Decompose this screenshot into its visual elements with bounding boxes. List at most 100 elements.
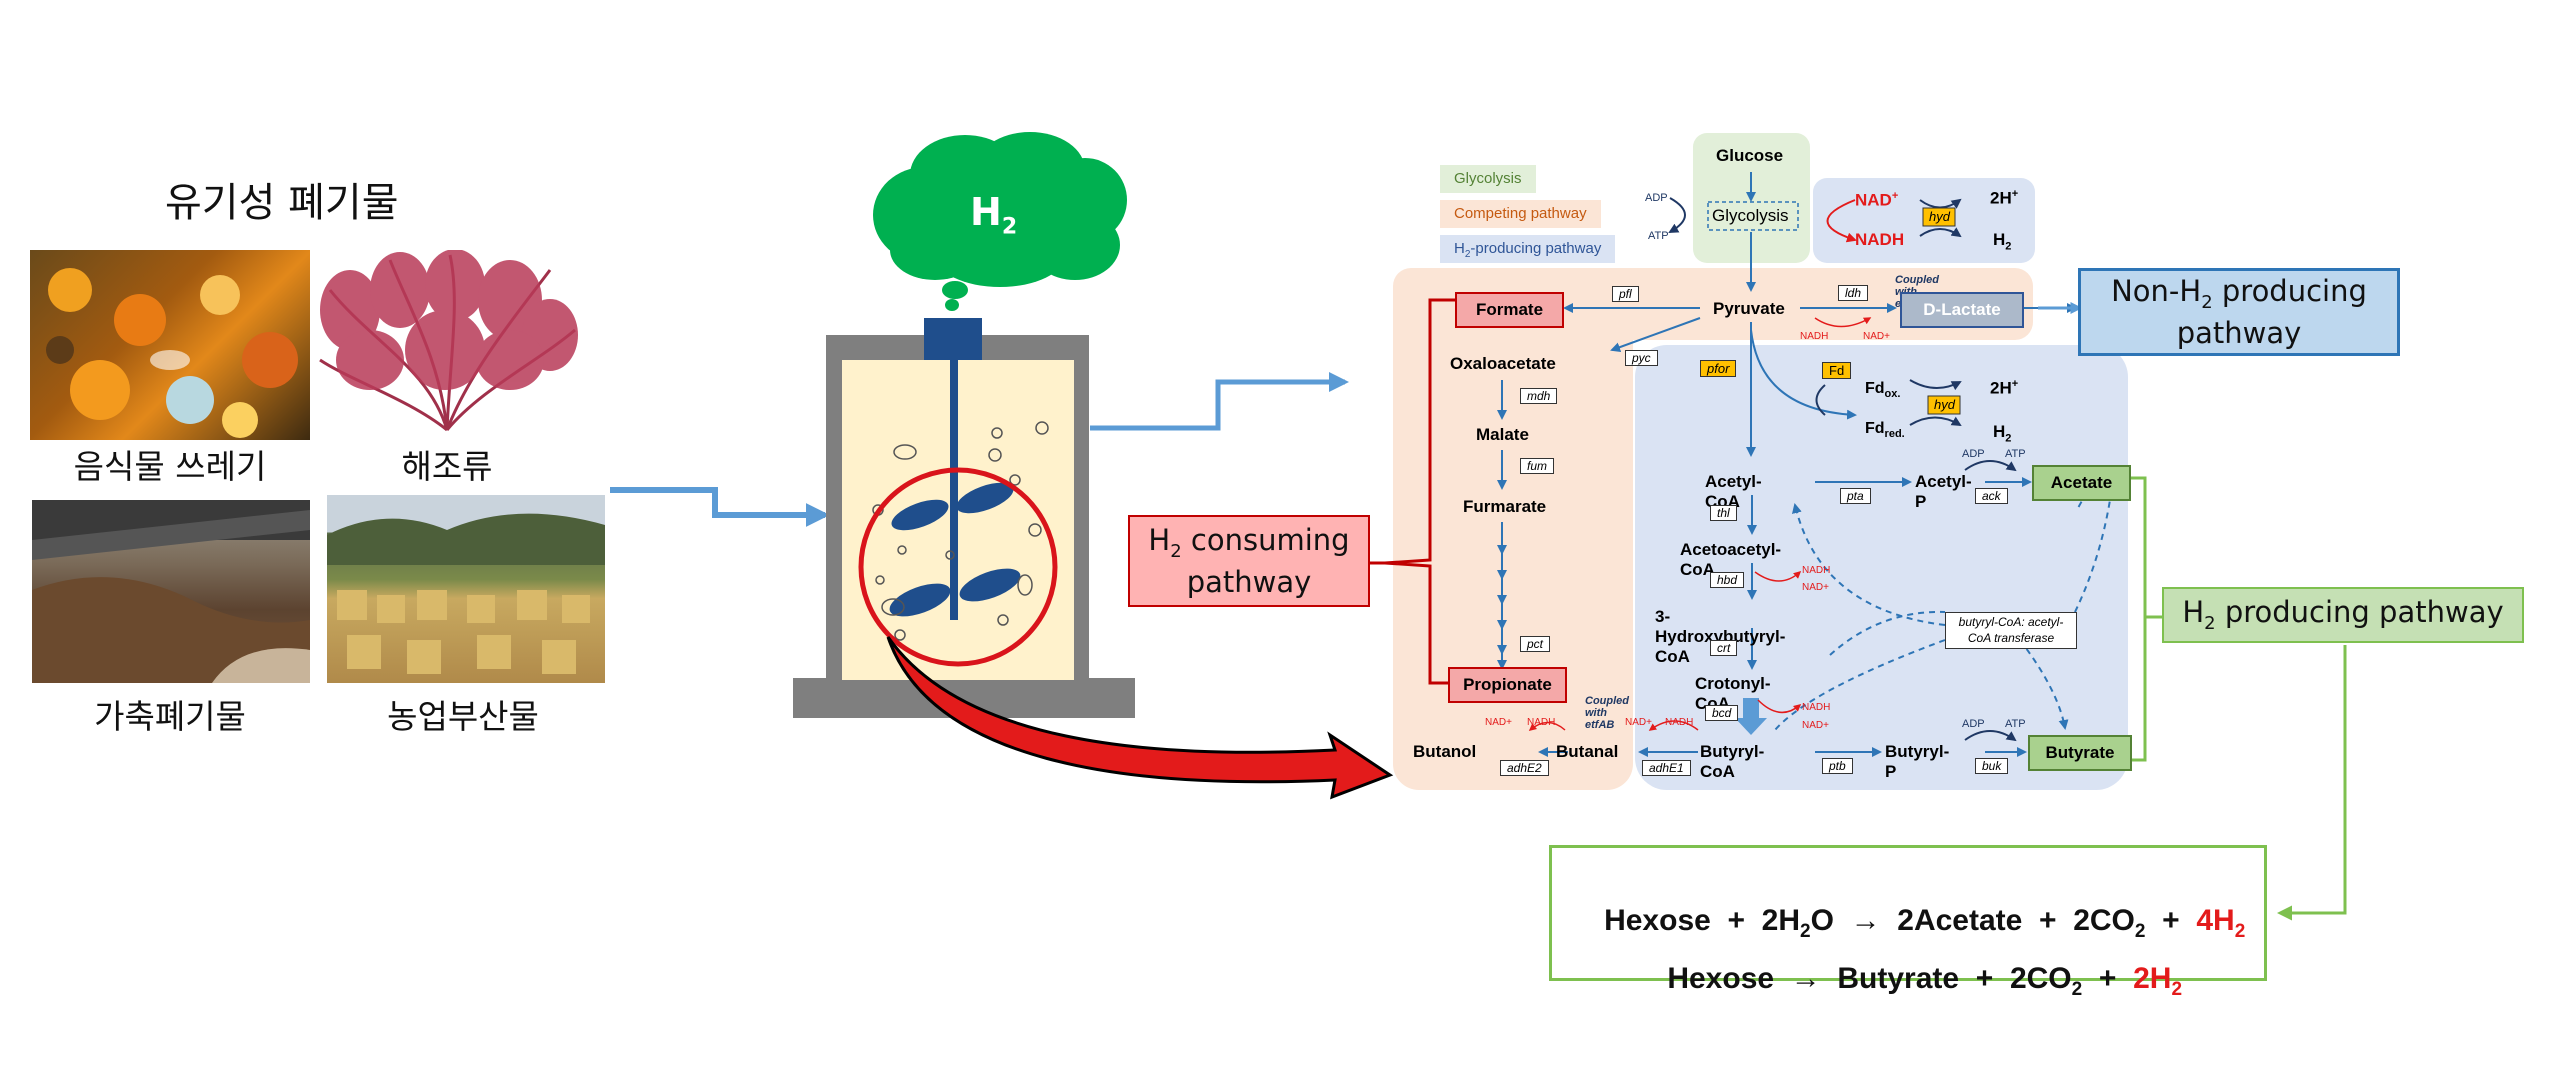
nadh-small-dlac: NADH <box>1800 331 1829 342</box>
h2-producing-pathway-box: H2 producing pathway <box>2162 587 2524 643</box>
h2-label-mid: H2 <box>1993 422 2011 444</box>
fd-red-text: Fd <box>1865 420 1885 437</box>
h2-producing-rest: producing pathway <box>2215 595 2504 630</box>
nadh-small-adhe1: NADH <box>1665 717 1694 728</box>
equations-box: Hexose + 2H2O → 2Acetate + 2CO2 + 4H2 He… <box>1549 845 2267 1000</box>
eq2-part-c: + <box>2082 962 2134 995</box>
pct-enzyme: pct <box>1520 636 1551 652</box>
eq1-h2-yield: 4H <box>2196 904 2235 937</box>
legend-h2-subscript: 2 <box>1464 249 1471 260</box>
nad-plus-text: NAD <box>1855 190 1892 210</box>
eq2-h2-sub: 2 <box>2171 979 2183 1000</box>
h2-producing-panel <box>1635 345 2128 790</box>
hydroxybutyryl-coa-label: 3-Hydroxybutyryl-CoA <box>1655 607 1786 666</box>
pta-enzyme: pta <box>1840 488 1871 504</box>
ack-enzyme: ack <box>1975 488 2008 504</box>
adp-label-top: ADP <box>1645 192 1668 204</box>
nad-small-hbd: NAD+ <box>1802 582 1829 593</box>
eq2-h2-yield: 2H <box>2133 962 2172 995</box>
glycolysis-box <box>1707 201 1799 231</box>
equation-acetate: Hexose + 2H2O → 2Acetate + 2CO2 + 4H2 <box>1552 870 2264 977</box>
two-h-plus-text-mid: 2H <box>1990 378 2012 398</box>
h2-consuming-rest: consuming <box>1181 523 1350 558</box>
nadh-small-adhe2: NADH <box>1527 717 1556 728</box>
two-h-plus-sup-top: + <box>2011 188 2019 200</box>
food-waste-photo <box>30 250 310 440</box>
livestock-waste-illustration <box>32 500 310 683</box>
h2-producing-sub: 2 <box>2204 613 2216 635</box>
adp-label-acetate: ADP <box>1962 448 1985 460</box>
acetate-box: Acetate <box>2032 465 2131 501</box>
two-h-plus-label-top: 2H+ <box>1990 188 2018 209</box>
h2-consuming-line1: H2 consuming <box>1148 522 1349 563</box>
h2-gas-label: H2 <box>970 190 1017 240</box>
eq1-part-c: + <box>2145 904 2197 937</box>
h2-consuming-line2: pathway <box>1186 564 1312 599</box>
agricultural-byproduct-illustration <box>327 513 605 674</box>
eq2-sub-a: 2 <box>2071 979 2083 1000</box>
seaweed-label: 해조류 <box>401 447 493 486</box>
bcd-enzyme: bcd <box>1705 705 1739 721</box>
atp-label-butyrate: ATP <box>2005 718 2026 730</box>
h2-consuming-sub: 2 <box>1170 541 1182 563</box>
butyrate-box: Butyrate <box>2028 735 2132 771</box>
h2-gas-subscript: 2 <box>1001 214 1018 240</box>
d-lactate-box: D-Lactate <box>1900 292 2024 328</box>
h2-gas-symbol: H <box>970 190 1002 234</box>
glucose-label: Glucose <box>1716 146 1784 165</box>
two-h-plus-sup-mid: + <box>2011 378 2019 390</box>
h2-producing-line: H2 producing pathway <box>2182 594 2503 635</box>
transferase-line2: CoA transferase <box>1967 630 2055 645</box>
nad-small-bcd: NAD+ <box>1802 720 1829 731</box>
non-h2-line1-a: Non-H <box>2111 274 2202 309</box>
adhe1-enzyme: adhE1 <box>1642 760 1691 776</box>
legend-h2-producing-pathway: H2-producing pathway <box>1440 235 1616 263</box>
fd-ox-label: Fdox. <box>1865 380 1900 400</box>
competing-pathway-panel-left <box>1393 268 1633 790</box>
nad-small-adhe1: NAD+ <box>1625 717 1652 728</box>
nad-plus-sup: + <box>1891 190 1899 202</box>
h2-sub-mid: 2 <box>2005 432 2012 445</box>
nad-small-adhe2: NAD+ <box>1485 717 1512 728</box>
h2-producing-bracket <box>2130 476 2147 762</box>
pyruvate-label: Pyruvate <box>1713 299 1785 318</box>
crt-enzyme: crt <box>1710 640 1738 656</box>
hyd-enzyme-top <box>1922 207 1956 227</box>
waste-to-reactor-arrow <box>610 487 830 527</box>
eq1-sub-b: 2 <box>2134 921 2146 942</box>
butyryl-coa-label: Butyryl-CoA <box>1700 742 1765 781</box>
agricultural-byproduct-photo <box>327 495 605 683</box>
butyryl-p-label: Butyryl-P <box>1885 742 1950 781</box>
nad-plus-label: NAD+ <box>1855 190 1898 211</box>
nadh-small-hbd: NADH <box>1802 565 1831 576</box>
organic-waste-title: 유기성 폐기물 <box>165 180 399 226</box>
butanal-label: Butanal <box>1556 742 1619 761</box>
malate-label: Malate <box>1476 425 1529 444</box>
formate-box: Formate <box>1455 292 1564 328</box>
mdh-enzyme: mdh <box>1520 388 1558 404</box>
bcd-thick-arrow <box>1743 698 1759 720</box>
eq1-h2-sub: 2 <box>2234 921 2246 942</box>
h2-sub-top: 2 <box>2005 240 2012 253</box>
hyd-label-mid: hyd <box>1934 397 1955 412</box>
eq1-part-a: Hexose + 2H <box>1604 904 1801 937</box>
fd-red-sub: red. <box>1884 428 1905 441</box>
hbd-enzyme: hbd <box>1710 572 1745 588</box>
h2-text-mid: H <box>1993 422 2006 441</box>
acetyl-p-label: Acetyl-P <box>1915 472 1972 511</box>
furmarate-label: Furmarate <box>1463 497 1547 516</box>
propionate-box: Propionate <box>1448 667 1567 703</box>
oxaloacetate-label: Oxaloacetate <box>1450 354 1556 373</box>
nad-small-dlac: NAD+ <box>1863 331 1890 342</box>
equation-butyrate: Hexose → Butyrate + 2CO2 + 2H2 <box>1552 928 2264 1035</box>
eq2-part-a: Hexose → Butyrate + 2CO <box>1667 962 2072 995</box>
microbe-to-pathway-red-arrow <box>886 636 1394 800</box>
non-h2-sub: 2 <box>2201 292 2213 314</box>
glycolysis-label: Glycolysis <box>1712 206 1789 225</box>
ldh-enzyme: ldh <box>1838 285 1869 301</box>
two-h-plus-label-mid: 2H+ <box>1990 378 2018 399</box>
pfl-enzyme: pfl <box>1612 286 1639 302</box>
non-h2-producing-pathway-box: Non-H2 producing pathway <box>2078 268 2400 356</box>
eq1-part-b: O → 2Acetate + 2CO <box>1810 904 2135 937</box>
